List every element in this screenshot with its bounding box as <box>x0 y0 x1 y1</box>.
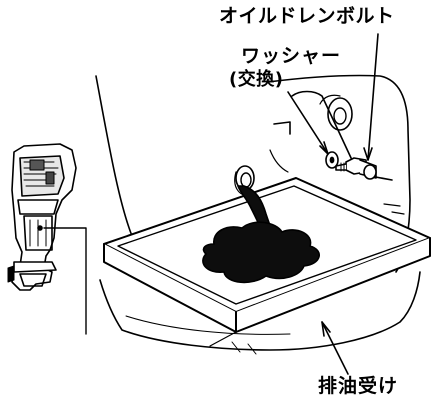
pan-leader-line <box>321 321 349 375</box>
drain-pan-label: 排油受け <box>318 375 399 397</box>
washer-label: ワッシャー <box>241 45 342 67</box>
bolt-leader-line <box>367 33 379 161</box>
washer-leader-line <box>287 91 329 155</box>
washer-icon <box>325 151 339 169</box>
drain-bolt-label: オイルドレンボルト <box>219 5 395 27</box>
washer-replace-note: (交換) <box>229 69 284 90</box>
outboard-motor-thumbnail <box>7 143 77 291</box>
drain-bolt-icon <box>335 157 377 180</box>
callout-line <box>43 227 87 335</box>
engine-mount-boss <box>319 94 353 131</box>
oil-puddle <box>202 185 320 284</box>
